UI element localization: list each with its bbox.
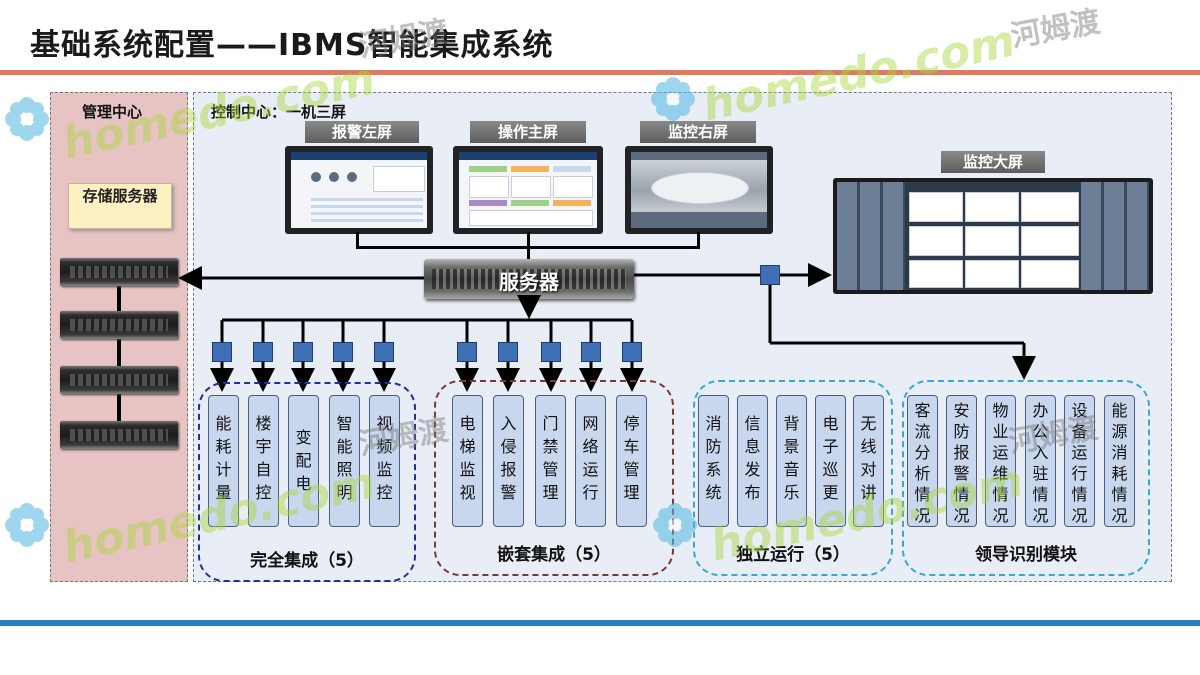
subsystem-box: 视频监控 bbox=[369, 395, 400, 527]
main-operation-monitor bbox=[453, 146, 603, 234]
group-nested-integration-label: 嵌套集成（5） bbox=[497, 545, 611, 565]
subsystem-box: 电梯监视 bbox=[452, 395, 483, 527]
big-monitor-wall bbox=[833, 178, 1153, 294]
storage-server-label: 存储服务器 bbox=[82, 187, 158, 205]
subsystem-box: 入侵报警 bbox=[493, 395, 524, 527]
subsystem-box: 停车管理 bbox=[616, 395, 647, 527]
group-leader-recognition bbox=[902, 380, 1150, 576]
monitor-right-monitor bbox=[625, 146, 773, 234]
subsystem-box: 门禁管理 bbox=[535, 395, 566, 527]
group-independent-operation bbox=[693, 380, 893, 576]
right-monitor-link bbox=[697, 232, 700, 248]
watermark-flower-icon bbox=[651, 77, 695, 121]
network-node bbox=[498, 342, 518, 362]
storage-chain-line bbox=[117, 286, 121, 426]
storage-server-box: 存储服务器 bbox=[68, 183, 172, 229]
page-title: 基础系统配置——IBMS智能集成系统 bbox=[30, 28, 554, 63]
storage-rack-1 bbox=[60, 258, 178, 286]
storage-rack-4 bbox=[60, 421, 178, 449]
central-server-label: 服务器 bbox=[499, 270, 559, 294]
network-node bbox=[622, 342, 642, 362]
network-node bbox=[333, 342, 353, 362]
subsystem-box: 网络运行 bbox=[575, 395, 606, 527]
subsystem-box: 能耗计量 bbox=[208, 395, 239, 527]
bottom-accent-rule bbox=[0, 620, 1200, 626]
watermark-flower-icon bbox=[653, 503, 697, 547]
monitor-right-screen-title: 监控右屏 bbox=[640, 121, 756, 143]
network-node bbox=[760, 265, 780, 285]
group-full-integration bbox=[198, 382, 416, 582]
network-node bbox=[253, 342, 273, 362]
watermark-flower-icon bbox=[5, 503, 49, 547]
alarm-left-monitor bbox=[285, 146, 433, 234]
subsystem-box: 安防报警情况 bbox=[946, 395, 977, 527]
subsystem-box: 客流分析情况 bbox=[907, 395, 938, 527]
alarm-left-screen-title: 报警左屏 bbox=[305, 121, 419, 143]
subsystem-box: 智能照明 bbox=[329, 395, 360, 527]
subsystem-box: 能源消耗情况 bbox=[1104, 395, 1135, 527]
group-full-integration-label: 完全集成（5） bbox=[250, 551, 364, 571]
subsystem-box: 电子巡更 bbox=[815, 395, 846, 527]
central-server bbox=[424, 259, 634, 299]
subsystem-box: 变配电 bbox=[288, 395, 319, 527]
main-operation-screen-title: 操作主屏 bbox=[470, 121, 586, 143]
network-node bbox=[581, 342, 601, 362]
group-nested-integration bbox=[434, 380, 674, 576]
top-accent-rule bbox=[0, 70, 1200, 75]
network-node bbox=[374, 342, 394, 362]
subsystem-box: 消防系统 bbox=[698, 395, 729, 527]
network-node bbox=[457, 342, 477, 362]
control-center-label: 控制中心：一机三屏 bbox=[211, 103, 347, 121]
group-leader-recognition-label: 领导识别模块 bbox=[975, 545, 1077, 565]
subsystem-box: 物业运维情况 bbox=[985, 395, 1016, 527]
management-center-label: 管理中心 bbox=[82, 103, 143, 121]
subsystem-box: 办公入驻情况 bbox=[1025, 395, 1056, 527]
subsystem-box: 楼宇自控 bbox=[248, 395, 279, 527]
network-node bbox=[541, 342, 561, 362]
storage-rack-2 bbox=[60, 311, 178, 339]
subsystem-box: 设备运行情况 bbox=[1064, 395, 1095, 527]
subsystem-box: 背景音乐 bbox=[776, 395, 807, 527]
subsystem-box: 无线对讲 bbox=[853, 395, 884, 527]
watermark-flower-icon bbox=[5, 97, 49, 141]
network-node bbox=[212, 342, 232, 362]
big-monitor-screen-title: 监控大屏 bbox=[941, 151, 1045, 173]
storage-rack-3 bbox=[60, 366, 178, 394]
network-node bbox=[293, 342, 313, 362]
alarm-monitor-link bbox=[356, 232, 359, 248]
group-independent-operation-label: 独立运行（5） bbox=[736, 545, 850, 565]
main-monitor-link bbox=[527, 232, 530, 260]
subsystem-box: 信息发布 bbox=[737, 395, 768, 527]
